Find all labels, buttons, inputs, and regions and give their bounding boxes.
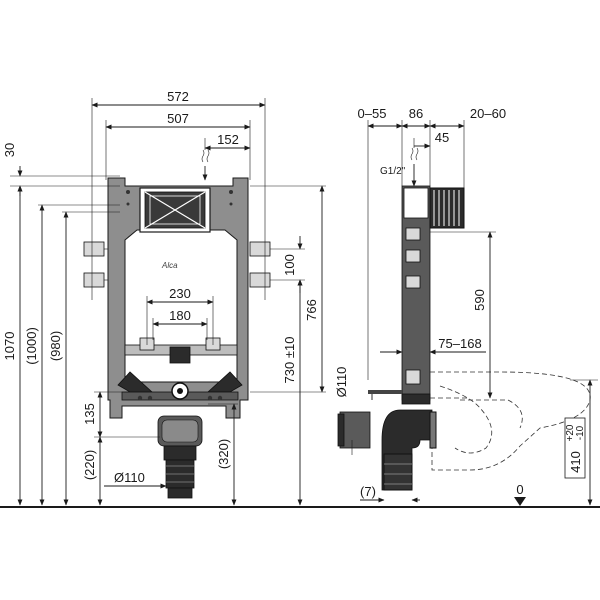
dim-180: 180	[169, 308, 191, 323]
dim-590: 590	[472, 289, 487, 311]
dim-7: (7)	[360, 484, 376, 499]
front-view: Alca	[2, 89, 326, 506]
side-view: 0–55 86 20–60 45 G1/2" 590 75–168 Ø110 (…	[334, 106, 598, 506]
dim-45: 45	[435, 130, 449, 145]
right-brackets	[249, 241, 271, 288]
dim-730: 730 ±10	[282, 337, 297, 384]
dim-230: 230	[169, 286, 191, 301]
dim-320: (320)	[216, 439, 231, 469]
dim-75-168: 75–168	[438, 336, 481, 351]
brand-logo: Alca	[161, 261, 178, 270]
dim-507: 507	[167, 111, 189, 126]
dim-572: 572	[167, 89, 189, 104]
dim-766: 766	[304, 299, 319, 321]
dim-1070: 1070	[2, 332, 17, 361]
dim-152: 152	[217, 132, 239, 147]
elbow-drain-side	[381, 409, 437, 491]
dim-220: (220)	[82, 450, 97, 480]
dim-d110-side: Ø110	[334, 367, 349, 398]
water-inlet-thread: G1/2"	[380, 166, 406, 177]
water-inlet-symbol-side	[410, 147, 419, 187]
dim-410: 410	[568, 451, 583, 473]
dim-20-60: 20–60	[470, 106, 506, 121]
pipe-stub-side	[337, 411, 371, 455]
dim-30: 30	[2, 143, 17, 157]
dim-135: 135	[82, 403, 97, 425]
floor-zero-label: 0	[516, 482, 523, 497]
dim-980: (980)	[48, 331, 63, 361]
dim-86: 86	[409, 106, 423, 121]
water-inlet-symbol-front	[201, 149, 210, 181]
dim-410-tol-plus: +20	[565, 424, 576, 441]
dim-0-55: 0–55	[358, 106, 387, 121]
left-brackets	[83, 241, 108, 288]
dim-410-tol-minus: -10	[575, 425, 586, 440]
drain-pipe-front	[157, 415, 203, 499]
inlet-hose	[429, 187, 465, 229]
dim-410-box	[564, 417, 586, 479]
dim-d110-front: Ø110	[114, 470, 145, 485]
dim-100: 100	[282, 254, 297, 276]
dim-1000: (1000)	[24, 327, 39, 365]
toilet-outline	[430, 371, 591, 471]
